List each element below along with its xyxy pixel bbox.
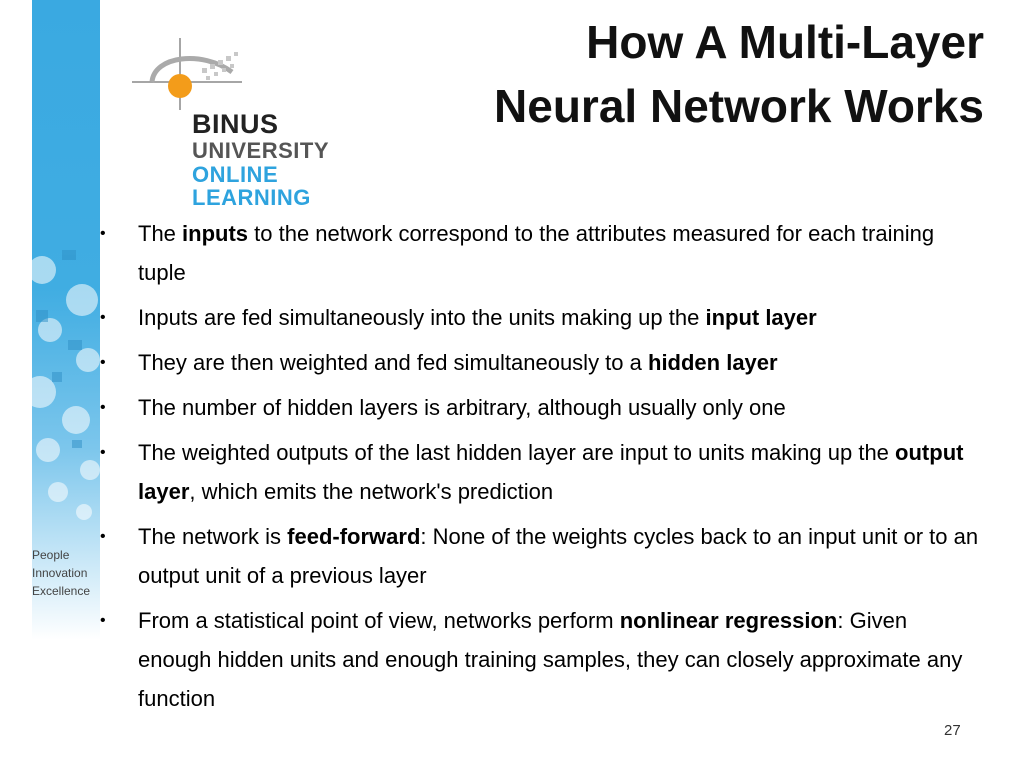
tagline-people: People (32, 548, 70, 562)
bullet-text: to the network correspond to the attribu… (138, 221, 935, 285)
page-number: 27 (944, 722, 961, 739)
bullet-bold-term: hidden layer (648, 350, 778, 375)
bullet-bold-term: nonlinear regression (619, 608, 838, 633)
bullet-marker: • (100, 528, 106, 545)
logo-wordmark: BINUS UNIVERSITY ONLINE LEARNING (192, 110, 329, 210)
bullet-text: Inputs are fed simultaneously into the u… (138, 305, 706, 330)
bullet-item: • They are then weighted and fed simultan… (100, 343, 980, 382)
bullet-item: • From a statistical point of view, netwo… (100, 601, 980, 718)
bullet-item: • The network is feed-forward: None of th… (100, 517, 980, 595)
bullet-list: • The inputs to the network correspond to… (100, 214, 980, 724)
bullet-marker: • (100, 354, 106, 371)
bullet-text: The (138, 221, 183, 246)
bullet-text: The number of hidden layers is arbitrary… (138, 395, 786, 420)
bullet-text: From a statistical point of view, networ… (138, 608, 620, 633)
slide-title-line-2: Neural Network Works (494, 80, 984, 132)
tagline: People Innovation Excellence (32, 546, 122, 600)
bullet-item: • Inputs are fed simultaneously into the … (100, 298, 980, 337)
bullet-text: The network is (138, 524, 288, 549)
binus-logo-mark (132, 38, 332, 218)
logo-online-text: ONLINE (192, 161, 279, 187)
bullet-text: : None of the weights cycles back to an … (138, 524, 979, 588)
slide-title: How A Multi-Layer Neural Network Works (494, 10, 984, 138)
bullet-text: They are then weighted and fed simultane… (138, 350, 648, 375)
logo-binus-text: BINUS (192, 109, 279, 139)
tagline-excellence: Excellence (32, 584, 91, 598)
bullet-bold-term: output layer (138, 440, 964, 504)
logo-learning-text: LEARNING (192, 185, 311, 210)
bullet-text: The weighted outputs of the last hidden … (138, 440, 896, 465)
logo-university-text: UNIVERSITY (192, 138, 330, 163)
bullet-item: • The inputs to the network correspond to… (100, 214, 980, 292)
bullet-marker: • (100, 225, 106, 242)
bullet-marker: • (100, 309, 106, 326)
bullet-marker: • (100, 399, 106, 416)
bullet-text: , which emits the network's prediction (189, 479, 554, 504)
bullet-item: • The weighted outputs of the last hidden… (100, 433, 980, 511)
decorative-side-strip (32, 0, 100, 640)
bullet-bold-term: input layer (705, 305, 817, 330)
slide-title-line-1: How A Multi-Layer (586, 16, 984, 68)
bullet-item: • The number of hidden layers is arbitrar… (100, 388, 980, 427)
bullet-bold-term: inputs (182, 221, 249, 246)
bullet-marker: • (100, 612, 106, 629)
tagline-innovation: Innovation (32, 566, 88, 580)
bullet-marker: • (100, 444, 106, 461)
bullet-bold-term: feed-forward (287, 524, 421, 549)
bullet-text: : Given enough hidden units and enough t… (138, 608, 963, 711)
